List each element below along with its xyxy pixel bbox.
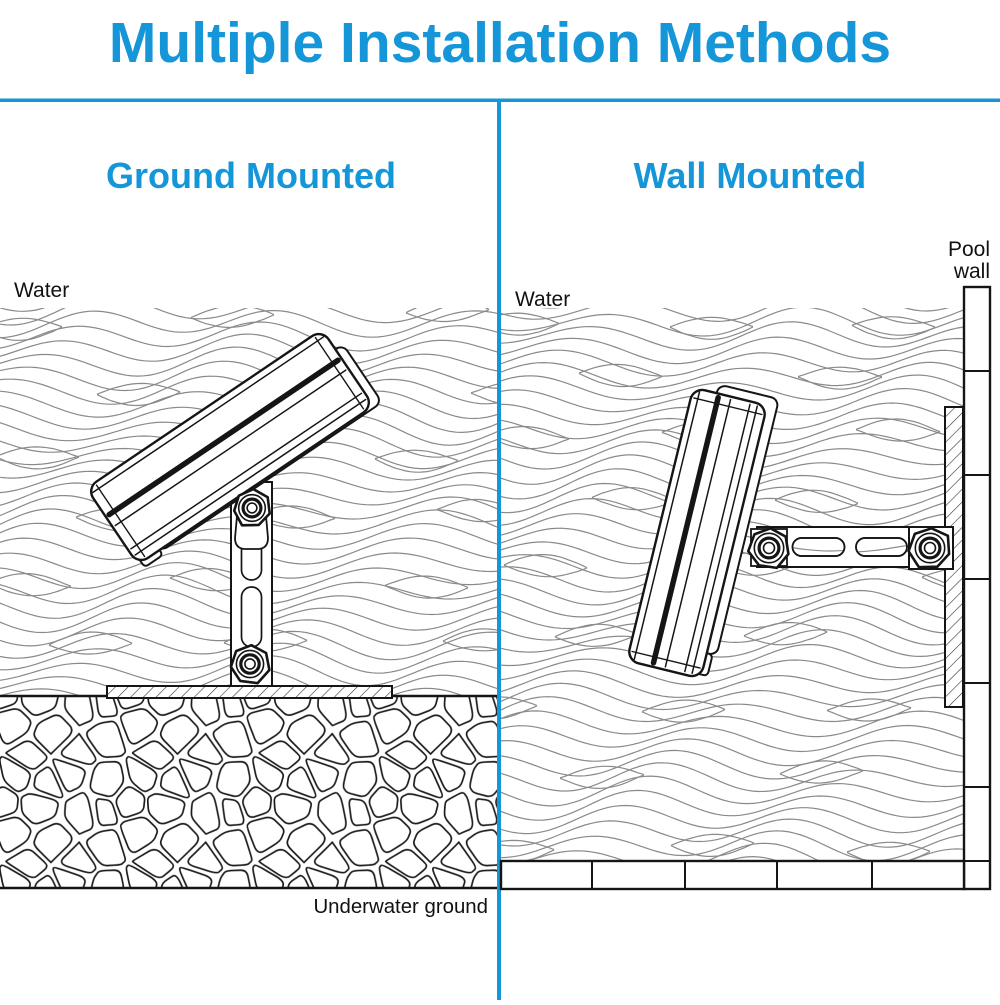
svg-text:wall: wall (953, 260, 990, 283)
svg-text:Pool: Pool (948, 238, 990, 261)
svg-text:Underwater ground: Underwater ground (313, 896, 488, 918)
svg-text:Multiple Installation Methods: Multiple Installation Methods (109, 11, 891, 75)
svg-text:Water: Water (515, 288, 570, 311)
svg-text:Ground Mounted: Ground Mounted (106, 155, 396, 196)
svg-text:Wall Mounted: Wall Mounted (634, 155, 867, 196)
svg-text:Water: Water (14, 279, 69, 302)
